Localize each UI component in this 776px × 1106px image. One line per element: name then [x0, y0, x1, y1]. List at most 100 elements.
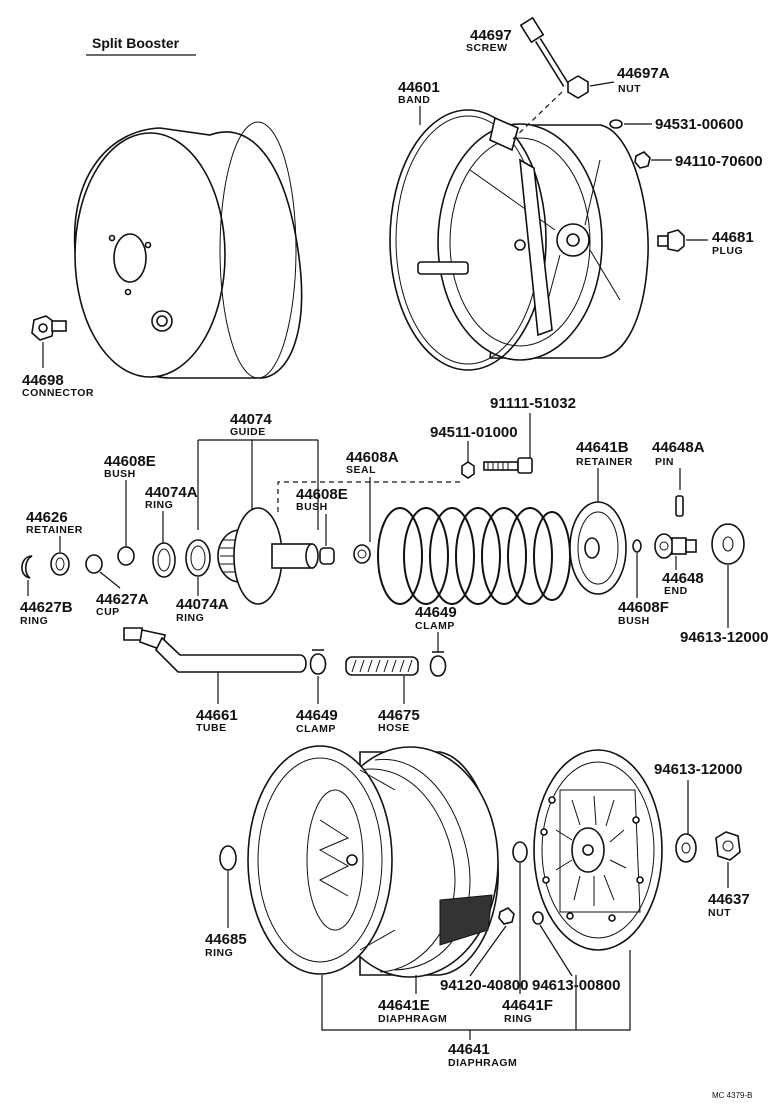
- part-name-retainer-left: RETAINER: [26, 524, 83, 536]
- part-number-ring-685: 44685: [205, 931, 247, 948]
- part-number-diaphragm: 44641: [448, 1041, 490, 1058]
- part-number-bush-left: 44608E: [104, 453, 156, 470]
- part-number-nut-637: 44637: [708, 891, 750, 908]
- part-name-bush-f: BUSH: [618, 615, 650, 627]
- part-name-band: BAND: [398, 94, 430, 106]
- part-number-bush-mid: 44608E: [296, 486, 348, 503]
- part-name-bush-mid: BUSH: [296, 501, 328, 513]
- leader-94120: [469, 925, 507, 977]
- seal: [353, 544, 371, 564]
- part-number-hose: 44675: [378, 707, 420, 724]
- leader-diaphragm-bracket: [321, 950, 631, 1040]
- nut-top: [567, 75, 589, 99]
- part-number-ring-a: 44074A: [145, 484, 198, 501]
- leader-cup: [99, 571, 121, 589]
- part-number-seal: 44608A: [346, 449, 399, 466]
- leader-94613-c: [539, 924, 573, 977]
- part-number-ring-a2: 44074A: [176, 596, 229, 613]
- rear-cover: [533, 749, 663, 951]
- nut-94511: [461, 461, 475, 479]
- part-number-retainer-right: 44641B: [576, 439, 629, 456]
- guide-body: [217, 507, 319, 605]
- part-name-clamp-b: CLAMP: [296, 723, 336, 735]
- leader-nut-top: [589, 81, 615, 87]
- part-number-ring-b: 44627B: [20, 599, 73, 616]
- part-number-94110: 94110-70600: [675, 153, 763, 170]
- diagram-title: Split Booster: [92, 35, 180, 51]
- part-name-retainer-right: RETAINER: [576, 456, 633, 468]
- clamp-a: [429, 651, 447, 677]
- part-number-94531: 94531-00600: [655, 116, 743, 133]
- diaphragm-housing: [247, 745, 499, 978]
- return-spring: [377, 507, 571, 605]
- part-name-guide: GUIDE: [230, 426, 266, 438]
- part-number-retainer-left: 44626: [26, 509, 68, 526]
- hose: [345, 656, 419, 676]
- screw: [519, 16, 569, 87]
- part-number-plug: 44681: [712, 229, 754, 246]
- nut-94120: [498, 907, 515, 925]
- part-name-ring-a2: RING: [176, 612, 204, 624]
- part-name-clamp-a: CLAMP: [415, 620, 455, 632]
- part-name-nut-637: NUT: [708, 907, 731, 919]
- part-number-91111: 91111-51032: [490, 395, 576, 412]
- part-number-pin: 44648A: [652, 439, 705, 456]
- part-name-ring-685: RING: [205, 947, 233, 959]
- part-name-connector: CONNECTOR: [22, 387, 94, 399]
- tube: [123, 627, 307, 673]
- nut-637: [715, 831, 741, 861]
- part-name-end: END: [664, 585, 688, 597]
- part-name-pin: PIN: [655, 456, 674, 468]
- part-number-bush-f: 44608F: [618, 599, 669, 616]
- pin: [675, 495, 684, 517]
- end-fitting: [654, 533, 697, 559]
- part-name-diaphragm-e: DIAPHRAGM: [378, 1013, 447, 1025]
- figure-code: MC 4379-B: [712, 1091, 752, 1100]
- front-shell-housing: [73, 121, 303, 379]
- bush-mid: [319, 547, 335, 565]
- plug: [657, 229, 685, 252]
- washer-94613-b: [675, 833, 697, 863]
- part-number-tube: 44661: [196, 707, 238, 724]
- band-clamp: [389, 109, 553, 371]
- part-name-nut-top: NUT: [618, 83, 641, 95]
- part-number-clamp-a: 44649: [415, 604, 457, 621]
- part-name-cup: CUP: [96, 606, 120, 618]
- leader-guide-dashed: [277, 481, 462, 512]
- part-name-hose: HOSE: [378, 722, 410, 734]
- part-name-diaphragm: DIAPHRAGM: [448, 1057, 517, 1069]
- part-number-guide: 44074: [230, 411, 272, 428]
- part-number-screw: 44697: [470, 27, 512, 44]
- snap-ring: [21, 555, 33, 579]
- bush-left: [117, 546, 135, 566]
- washer-94613-a: [711, 523, 745, 565]
- part-number-diaphragm-e: 44641E: [378, 997, 430, 1014]
- part-number-94613-b: 94613-12000: [654, 761, 742, 778]
- part-name-ring-a: RING: [145, 499, 173, 511]
- part-name-plug: PLUG: [712, 245, 743, 257]
- part-number-94511: 94511-01000: [430, 424, 518, 441]
- bolt-91111: [483, 457, 533, 474]
- retainer-right: [569, 501, 627, 595]
- part-number-clamp-b: 44649: [296, 707, 338, 724]
- part-name-ring-b: RING: [20, 615, 48, 627]
- part-number-nut-top: 44697A: [617, 65, 670, 82]
- part-number-94613-a: 94613-12000: [680, 629, 768, 646]
- part-number-94120: 94120-40800: [440, 977, 528, 994]
- part-name-bush-left: BUSH: [104, 468, 136, 480]
- part-number-band: 44601: [398, 79, 440, 96]
- part-name-ring-f: RING: [504, 1013, 532, 1025]
- ring-a2: [185, 539, 211, 577]
- retainer-left: [50, 552, 70, 576]
- part-number-cup: 44627A: [96, 591, 149, 608]
- part-name-seal: SEAL: [346, 464, 376, 476]
- washer-94531: [609, 119, 623, 129]
- cup: [85, 554, 103, 574]
- part-number-end: 44648: [662, 570, 704, 587]
- part-number-ring-f: 44641F: [502, 997, 553, 1014]
- o-ring-685: [219, 845, 237, 871]
- leader-screw-dashed: [511, 91, 563, 141]
- nut-94110: [634, 151, 651, 169]
- clamp-b: [309, 649, 327, 675]
